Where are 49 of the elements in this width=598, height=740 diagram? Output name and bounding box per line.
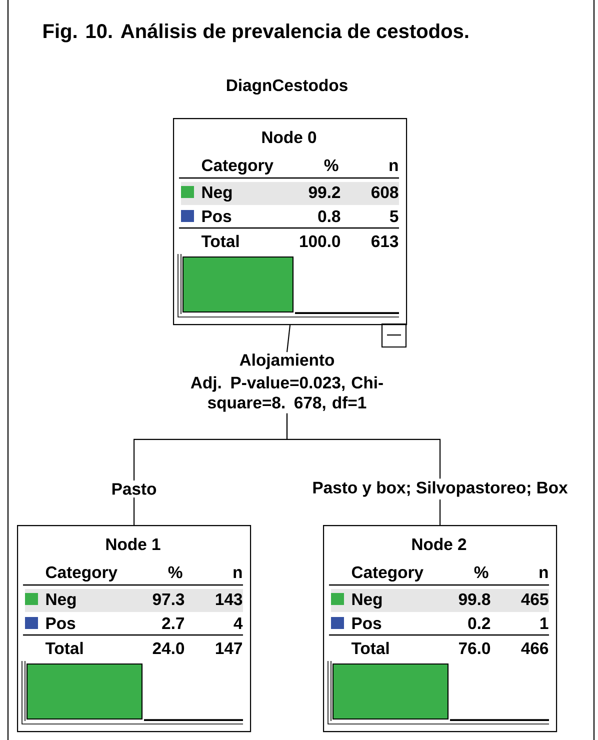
category-label: Neg: [352, 594, 382, 609]
figure-title: Fig. 10. Análisis de prevalencia de cestodos.: [44, 23, 468, 42]
node-title: Node 1: [106, 538, 160, 550]
column-header: Category: [352, 566, 424, 582]
column-header: %: [474, 566, 488, 578]
tree-node-box: [323, 525, 558, 732]
percent-value: 0.8: [318, 210, 340, 222]
column-header: %: [168, 566, 182, 578]
tree-node-box: [17, 525, 252, 732]
node-title: Node 0: [262, 130, 316, 144]
category-label: Pos: [202, 210, 232, 222]
column-header: Category: [46, 566, 118, 582]
percent-value: 0.2: [468, 617, 490, 630]
tree-node-box: [173, 118, 408, 326]
edge-label: Pasto y box; Silvopastoreo; Box: [310, 478, 570, 500]
category-label: Pos: [352, 618, 382, 630]
percent-value: 99.2: [308, 186, 340, 198]
split-label: Alojamiento Adj. P-value=0.023, Chi-square=8. 678, df=1: [190, 354, 383, 412]
count-value: 613: [372, 235, 398, 248]
node-title: Node 2: [412, 538, 466, 550]
count-value: 608: [372, 186, 398, 198]
category-label: Neg: [202, 186, 232, 202]
count-value: 465: [521, 593, 548, 606]
column-header: Category: [202, 159, 274, 175]
percent-value: 24.0: [152, 642, 184, 654]
total-label: Total: [351, 642, 389, 654]
percent-value: 100.0: [300, 235, 340, 248]
target-label: DiagnCestodos: [227, 78, 348, 95]
count-value: 147: [216, 642, 242, 654]
total-label: Total: [201, 234, 239, 248]
column-header: %: [324, 159, 338, 172]
connector-line: [286, 413, 441, 525]
percent-value: 99.8: [458, 593, 490, 606]
count-value: 4: [234, 618, 243, 629]
count-value: 143: [216, 593, 242, 606]
percent-value: 2.7: [162, 617, 184, 629]
connector-line: [286, 325, 291, 352]
edge-label: Pasto: [108, 480, 160, 498]
percent-value: 97.3: [152, 593, 184, 606]
category-label: Pos: [46, 618, 76, 630]
count-value: 5: [390, 210, 398, 222]
total-label: Total: [45, 642, 83, 654]
column-header: n: [390, 162, 398, 171]
column-header: n: [234, 569, 242, 578]
category-label: Neg: [46, 594, 76, 609]
percent-value: 76.0: [459, 642, 490, 654]
count-value: 1: [540, 618, 548, 629]
column-header: n: [540, 569, 548, 578]
count-value: 466: [521, 642, 548, 654]
